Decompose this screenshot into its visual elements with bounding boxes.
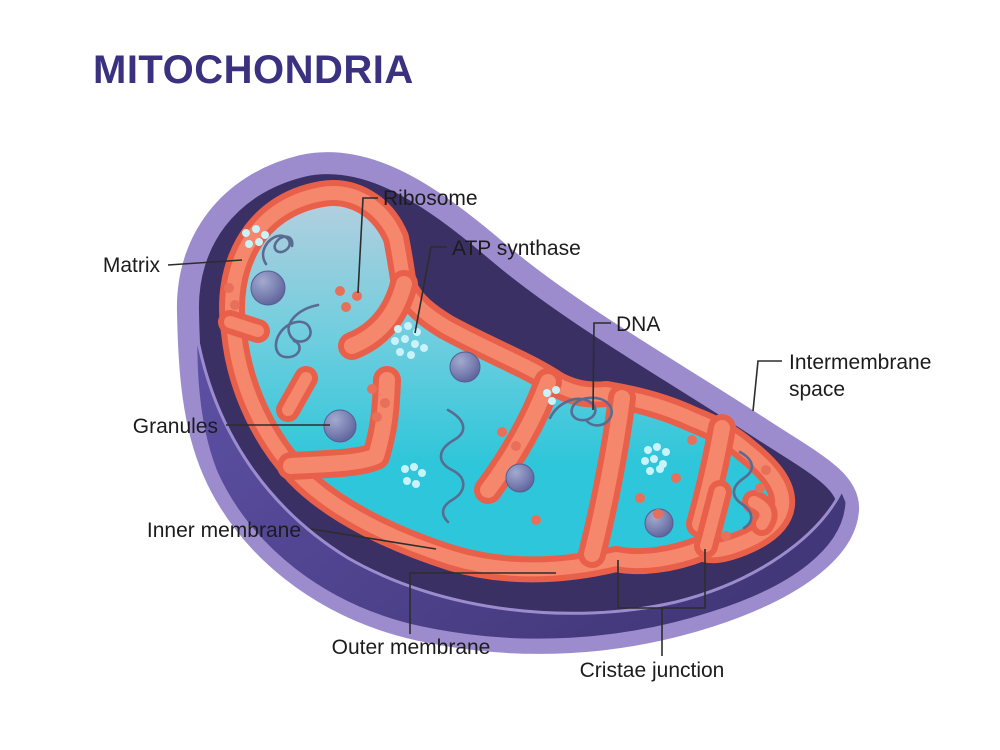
dna-strand	[548, 396, 613, 427]
ribosome-dot	[721, 531, 731, 541]
crista-fold	[748, 496, 772, 530]
atp-synthase-dot	[644, 446, 652, 454]
atp-synthase-dot	[401, 465, 409, 473]
ribosome-dot	[230, 300, 240, 310]
ribosome-dot	[380, 398, 390, 408]
atp-synthase-dot	[407, 351, 415, 359]
label-outer-membrane: Outer membrane	[332, 636, 491, 659]
leader-dna	[592, 322, 611, 411]
ribosome-dot	[497, 427, 507, 437]
dna-strand	[732, 450, 754, 530]
atp-synthase-dot	[418, 469, 426, 477]
leader-ribosome	[357, 197, 378, 294]
atp-synthase-dot	[662, 448, 670, 456]
crista-fold	[700, 486, 726, 552]
leader-lines	[167, 197, 782, 656]
atp-synthase-dot	[401, 335, 409, 343]
label-inner-membrane: Inner membrane	[147, 519, 301, 542]
leader-matrix	[167, 259, 243, 266]
leader-cristae-junction-bracket	[617, 549, 706, 609]
atp-synthase-dot	[396, 348, 404, 356]
leader-inner-membrane	[310, 528, 437, 550]
crista-fold	[584, 390, 630, 562]
crista-fold	[282, 372, 312, 416]
crista-fold	[344, 276, 412, 354]
dna-strand	[274, 303, 320, 359]
label-dna: DNA	[616, 313, 660, 336]
ribosome-dot	[341, 302, 351, 312]
dna-strand	[439, 408, 465, 524]
label-matrix: Matrix	[103, 254, 161, 277]
atp-synthase-dot	[412, 480, 420, 488]
granule	[505, 463, 535, 493]
leader-outer-membrane	[409, 572, 556, 634]
atp-synthase-dot	[245, 240, 253, 248]
diagram-title: MITOCHONDRIA	[93, 48, 414, 92]
atp-synthase-dot	[650, 455, 658, 463]
ribosome-dot	[224, 283, 234, 293]
dna-strand	[261, 234, 294, 266]
lower-shell-shape	[194, 329, 849, 642]
ribosome-dot	[635, 493, 645, 503]
atp-synthase-dot	[641, 457, 649, 465]
granule	[644, 508, 674, 538]
label-intermembrane-line1: Intermembrane	[789, 351, 931, 374]
granule	[449, 351, 481, 383]
atp-synthase-dot	[653, 443, 661, 451]
atp-synthase-dot	[391, 337, 399, 345]
label-cristae-junction: Cristae junction	[580, 659, 725, 682]
ribosome-dot	[755, 483, 765, 493]
atp-synthase-dot	[548, 397, 556, 405]
atp-synthase-dot	[242, 229, 250, 237]
crista-fold	[224, 316, 264, 337]
atp-synthase-dot	[394, 325, 402, 333]
label-texts: Matrix Ribosome ATP synthase DNA Interme…	[103, 187, 932, 682]
atp-synthase-clusters	[242, 225, 670, 488]
granule	[250, 270, 286, 306]
atp-synthase-dot	[261, 231, 269, 239]
atp-synthase-dot	[404, 322, 412, 330]
ribosome-dot	[671, 473, 681, 483]
label-intermembrane-line2: space	[789, 378, 845, 401]
atp-synthase-dot	[420, 344, 428, 352]
ribosome-dot	[761, 465, 771, 475]
atp-synthase-dot	[410, 463, 418, 471]
label-ribosome: Ribosome	[383, 187, 478, 210]
atp-synthase-dot	[656, 465, 664, 473]
atp-synthase-dot	[255, 238, 263, 246]
atp-synthase-dot	[413, 328, 421, 336]
dna-strands	[261, 234, 754, 530]
label-atp-synthase: ATP synthase	[452, 237, 581, 260]
atp-synthase-dot	[552, 386, 560, 394]
granule	[323, 409, 357, 443]
leader-intermembrane-space	[752, 360, 782, 412]
ribosome-dot	[511, 441, 521, 451]
ribosome-dot	[687, 435, 697, 445]
ribosome-dot	[531, 515, 541, 525]
label-granules: Granules	[133, 415, 218, 438]
atp-synthase-dot	[403, 477, 411, 485]
leader-atp-synthase	[414, 246, 447, 334]
ribosome-dot	[372, 412, 382, 422]
granules-group	[250, 270, 674, 538]
atp-synthase-dot	[646, 467, 654, 475]
atp-synthase-dot	[252, 225, 260, 233]
ribosome-dot	[653, 509, 663, 519]
ribosome-dot	[352, 291, 362, 301]
ribosome-dot	[335, 286, 345, 296]
atp-synthase-dot	[411, 340, 419, 348]
ribosome-dots	[224, 283, 771, 541]
atp-synthase-dot	[543, 389, 551, 397]
crista-fold	[480, 374, 556, 498]
ribosome-dot	[367, 384, 377, 394]
